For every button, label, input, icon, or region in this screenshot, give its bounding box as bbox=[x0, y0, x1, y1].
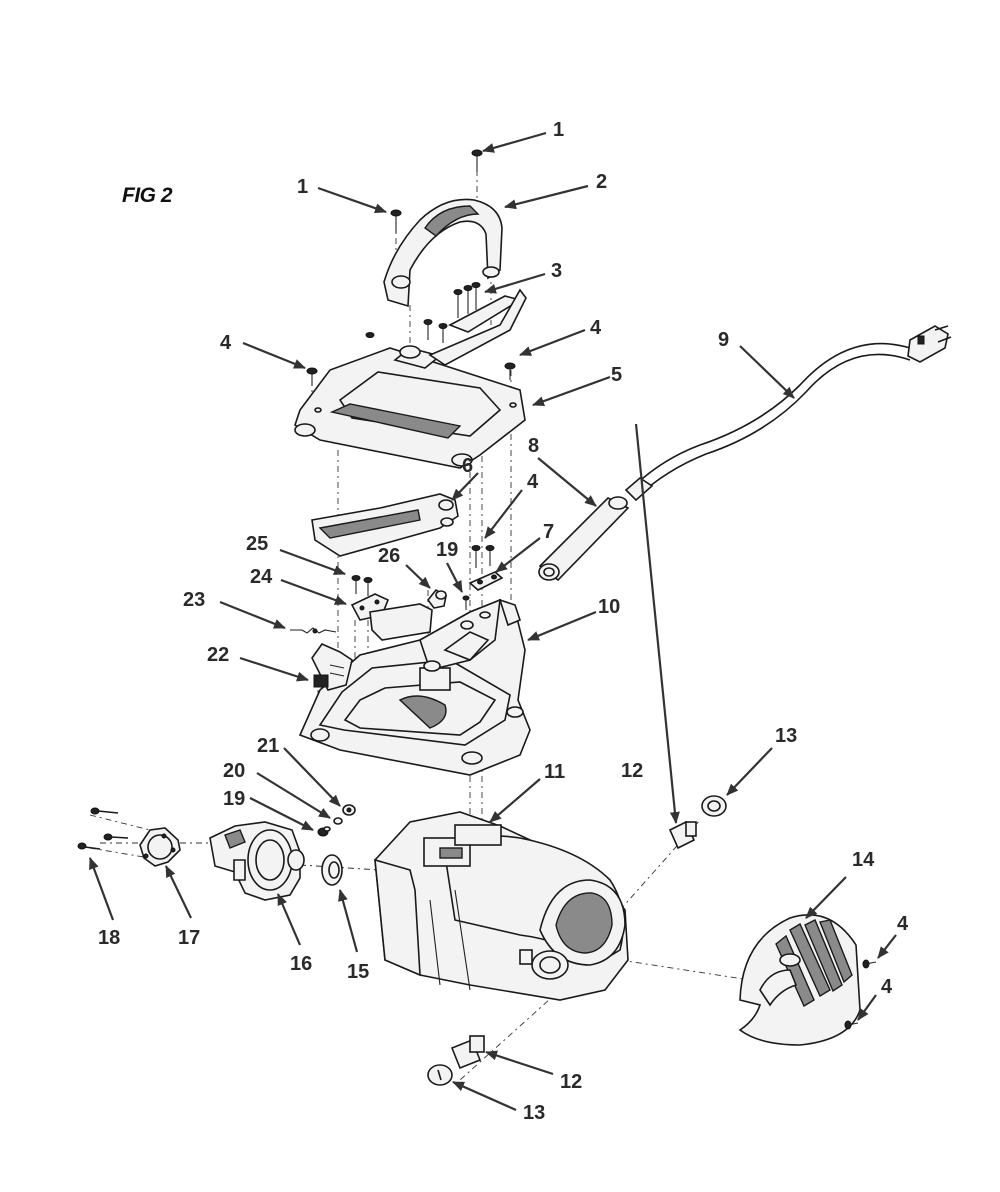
callout-12-top: 12 bbox=[621, 760, 643, 782]
switch-cover-part-6 bbox=[311, 493, 459, 557]
screw-part-19-lower bbox=[317, 826, 331, 837]
callout-23: 23 bbox=[183, 589, 205, 611]
knob-part-26 bbox=[426, 588, 447, 609]
callout-2: 2 bbox=[596, 171, 607, 193]
callout-26: 26 bbox=[378, 545, 400, 567]
top-frame-part-5 bbox=[294, 288, 527, 469]
screw-part-1-top bbox=[471, 149, 483, 172]
bearing-assembly-part-16 bbox=[209, 821, 305, 901]
callout-24: 24 bbox=[250, 566, 273, 588]
screw-part-1-left bbox=[390, 209, 402, 233]
callout-3: 3 bbox=[551, 260, 562, 282]
callout-4-fan-lower: 4 bbox=[881, 976, 893, 998]
brush-part-12-top bbox=[668, 820, 697, 850]
brush-cap-part-13-top bbox=[701, 795, 727, 817]
fan-cover-part-14 bbox=[738, 914, 861, 1046]
screw-part-4-b bbox=[504, 362, 516, 380]
washer-part-21 bbox=[342, 804, 356, 816]
callout-21: 21 bbox=[257, 735, 279, 757]
callout-5: 5 bbox=[611, 364, 622, 386]
figure-title: FIG 2 bbox=[122, 184, 173, 207]
callout-4-left: 4 bbox=[220, 332, 232, 354]
callout-18: 18 bbox=[98, 927, 120, 949]
motor-housing-part-11 bbox=[374, 811, 629, 1001]
washer-part-20 bbox=[333, 817, 343, 825]
callout-14: 14 bbox=[852, 849, 875, 871]
callout-17: 17 bbox=[178, 927, 200, 949]
switch-part-22 bbox=[311, 643, 353, 691]
strain-relief-part-8 bbox=[538, 496, 630, 582]
callout-7: 7 bbox=[543, 521, 554, 543]
callout-13-bottom: 13 bbox=[523, 1102, 545, 1124]
callout-4-middle: 4 bbox=[527, 471, 539, 493]
callout-22: 22 bbox=[207, 644, 229, 666]
handle-part-2 bbox=[383, 198, 503, 308]
base-housing-part-10 bbox=[298, 598, 531, 776]
callout-20: 20 bbox=[223, 760, 245, 782]
screws-part-18 bbox=[77, 807, 129, 850]
callout-4-fan-upper: 4 bbox=[897, 913, 909, 935]
spring-part-23 bbox=[290, 627, 337, 634]
callout-9: 9 bbox=[718, 329, 729, 351]
screw-part-4-e bbox=[844, 1020, 859, 1030]
screw-part-4-a bbox=[306, 367, 318, 386]
screws-part-25 bbox=[351, 575, 373, 596]
screw-part-19-upper bbox=[462, 595, 470, 610]
callout-11: 11 bbox=[544, 761, 565, 783]
bracket-part-3 bbox=[423, 282, 523, 343]
callout-1-top: 1 bbox=[553, 119, 564, 141]
callout-19-upper: 19 bbox=[436, 539, 458, 561]
callout-arrows bbox=[88, 131, 897, 1112]
callout-numbers: 1 1 2 3 4 4 5 9 8 6 4 7 25 26 19 24 23 1… bbox=[98, 119, 909, 1124]
callout-8: 8 bbox=[528, 435, 539, 457]
power-cord-part-9 bbox=[624, 325, 952, 502]
brush-part-12-bottom bbox=[450, 1035, 485, 1070]
brush-cap-part-13-bottom bbox=[427, 1064, 453, 1086]
plate-part-7 bbox=[468, 545, 504, 591]
callout-19-lower: 19 bbox=[223, 788, 245, 810]
callout-6: 6 bbox=[462, 455, 473, 477]
callout-25: 25 bbox=[246, 533, 268, 555]
lever-bracket-part-24 bbox=[350, 593, 433, 641]
callout-1-left: 1 bbox=[297, 176, 308, 198]
callout-10: 10 bbox=[598, 596, 620, 618]
callout-16: 16 bbox=[290, 953, 312, 975]
callout-15: 15 bbox=[347, 961, 369, 983]
screw-part-4-d bbox=[862, 959, 877, 969]
gasket-part-17 bbox=[139, 827, 181, 867]
callout-12-bottom: 12 bbox=[560, 1071, 582, 1093]
callout-13-top: 13 bbox=[775, 725, 797, 747]
washer-part-15 bbox=[321, 854, 343, 886]
callout-4-right: 4 bbox=[590, 317, 602, 339]
